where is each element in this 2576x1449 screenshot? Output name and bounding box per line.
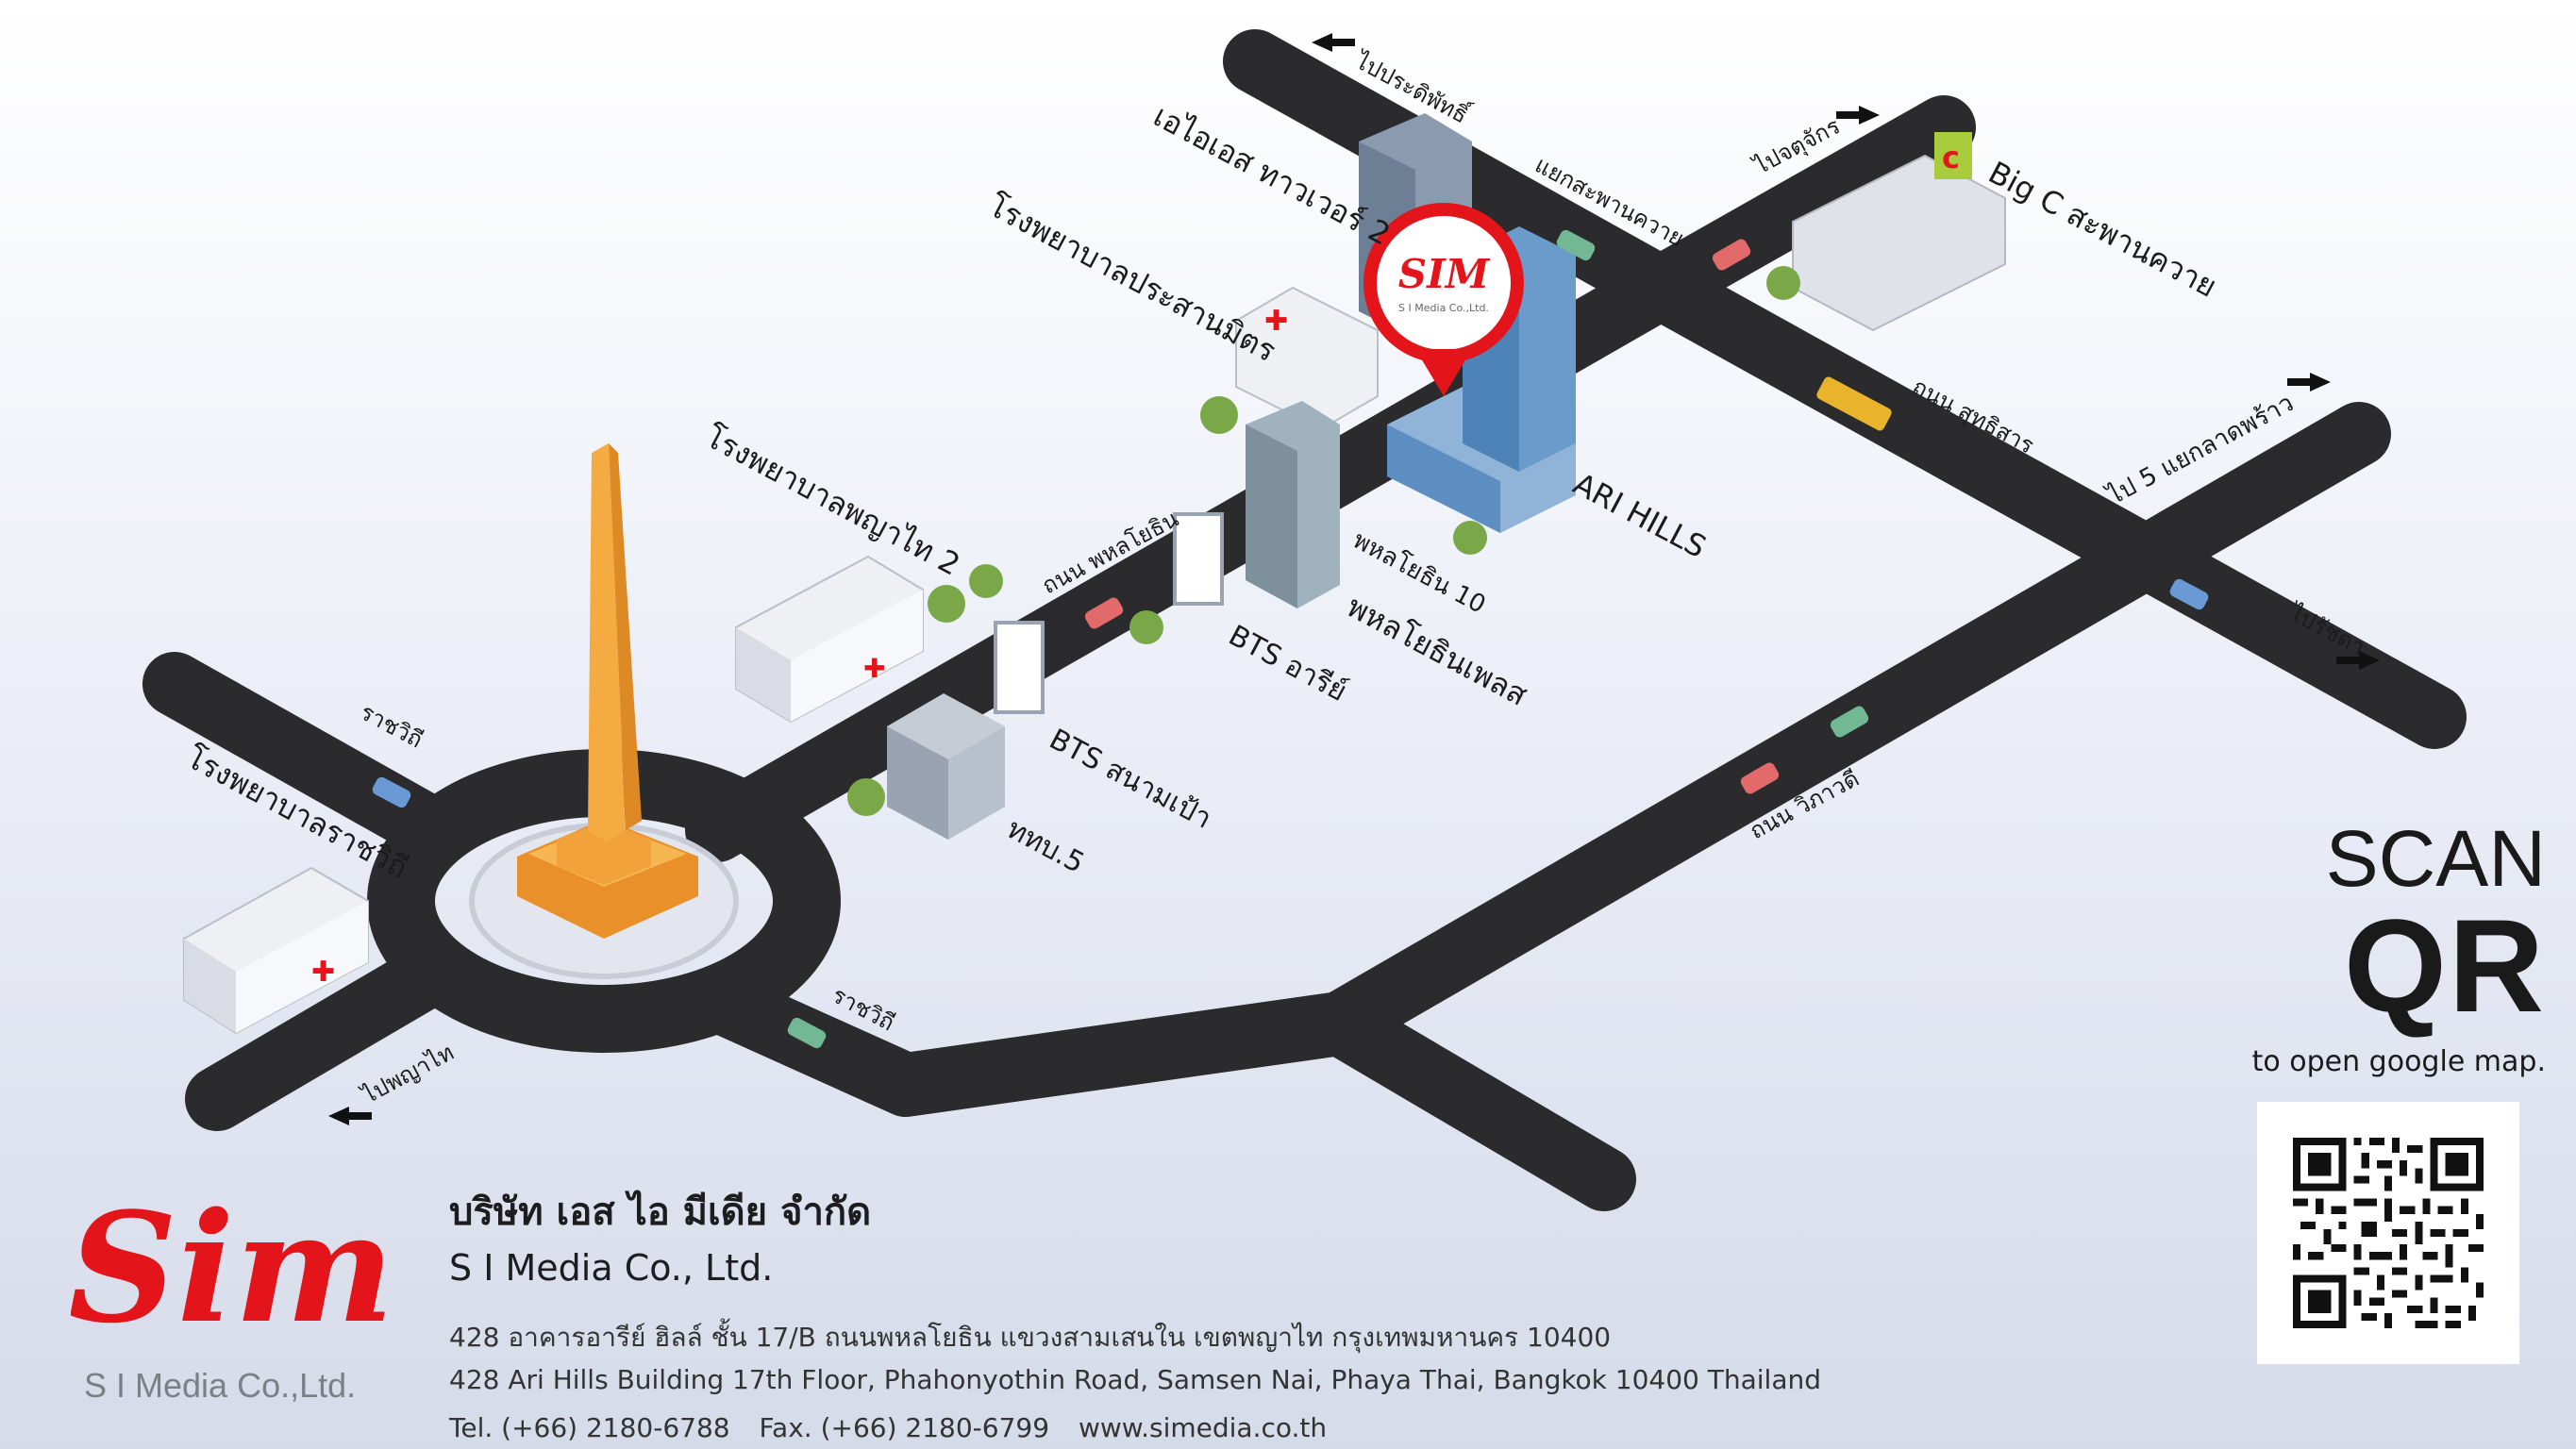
buildings: ✚ ✚ ✚ [183, 113, 2006, 1035]
logo-word-text: Sim [71, 1179, 392, 1357]
red-cross-icon: ✚ [311, 956, 335, 989]
car [1556, 229, 1596, 261]
bigc-logo-icon [1934, 132, 1972, 179]
bts-billboard [994, 621, 1045, 714]
tree [847, 778, 885, 816]
prasanmit-hospital-building: ✚ [1235, 286, 1379, 431]
arrow-right-icon [1836, 106, 1880, 125]
arrow-right-icon [2336, 651, 2380, 670]
contact-line: Tel. (+66) 2180-6788 Fax. (+66) 2180-679… [449, 1412, 1821, 1443]
arrow-left-icon [1312, 33, 1355, 52]
tree [928, 585, 965, 623]
direction-arrows [328, 33, 2380, 1125]
phahonyothin-place-tower [1246, 401, 1340, 608]
car [787, 1017, 827, 1049]
road-phahonyothin [1629, 95, 1976, 320]
company-name-en: S I Media Co., Ltd. [449, 1247, 774, 1289]
label-rajavithi-top: ราชวิถี [356, 699, 427, 754]
fax: Fax. (+66) 2180-6799 [759, 1412, 1050, 1443]
qr-code-icon [2293, 1138, 2484, 1328]
bus [1816, 376, 1892, 431]
label-bts-ari: BTS อารีย์ [1223, 619, 1352, 708]
label-bts-sanam-pao: BTS สนามเป้า [1044, 723, 1216, 836]
address-th: 428 อาคารอารีย์ ฮิลล์ ชั้น 17/B ถนนพหลโย… [449, 1322, 1612, 1353]
company-logo: Sim S I Media Co.,Ltd. [71, 1179, 392, 1415]
tree [1129, 610, 1163, 644]
address-en: 428 Ari Hills Building 17th Floor, Phaho… [449, 1364, 1822, 1395]
car [1712, 239, 1751, 271]
label-prasanmit-hospital: โรงพยาบาลประสานมิตร [982, 188, 1281, 370]
scan-heading: SCAN [2325, 814, 2546, 903]
logo-caption: S I Media Co.,Ltd. [84, 1366, 357, 1405]
bigc-logo-icon: c [1942, 140, 1960, 175]
marker-caption: S I Media Co.,Ltd. [1398, 302, 1489, 314]
label-bigc: Big C สะพานควาย [1982, 155, 2222, 305]
label-to-phayathai: ไปพญาไท [357, 1039, 459, 1109]
road-vibhavadi-south [1308, 991, 1636, 1211]
road-rajavithi [142, 652, 466, 862]
road-sutthisan [1629, 256, 2467, 749]
red-cross-icon: ✚ [863, 653, 885, 684]
rajavithi-hospital-building: ✚ [183, 866, 369, 1035]
road-vibhavadi [685, 968, 1372, 1117]
marker-title: SIM [1398, 251, 1491, 297]
vehicles [372, 229, 2209, 1049]
arrow-left-icon [328, 1107, 372, 1125]
ttb5-building [887, 693, 1005, 840]
car [372, 776, 411, 808]
company-name-th: บริษัท เอส ไอ มีเดีย จำกัด [449, 1191, 872, 1234]
tree [1766, 266, 1800, 300]
company-info: บริษัท เอส ไอ มีเดีย จำกัด S I Media Co.… [449, 1181, 1821, 1443]
arrow-right-icon [2287, 373, 2331, 391]
red-cross-icon: ✚ [1264, 305, 1288, 338]
car [2169, 578, 2209, 610]
ari-hills-building [1387, 226, 1576, 533]
qr-code[interactable] [2257, 1102, 2519, 1364]
map-pin-icon: SIM S I Media Co.,Ltd. [1363, 203, 1524, 396]
tree [1200, 396, 1238, 434]
label-phayathai2-hospital: โรงพยาบาลพญาไท 2 [699, 419, 966, 583]
website-link[interactable]: www.simedia.co.th [1078, 1412, 1328, 1443]
tel: Tel. (+66) 2180-6788 [449, 1412, 730, 1443]
car [1740, 762, 1780, 794]
tree [969, 564, 1003, 598]
label-ari-hills: ARI HILLS [1567, 466, 1712, 565]
qr-block: SCAN QR to open google map. [2225, 814, 2546, 1364]
tree [1453, 521, 1487, 555]
car [1084, 597, 1124, 629]
qr-caption: to open google map. [2251, 1045, 2546, 1078]
sim-logo-icon: Sim [71, 1179, 392, 1357]
qr-heading: QR [2344, 891, 2546, 1040]
phayathai2-hospital-building: ✚ [735, 555, 924, 724]
label-phahonyothin-place: พหลโยธินเพลส [1341, 589, 1533, 713]
road-phayathai [185, 940, 466, 1131]
victory-monument [517, 443, 698, 939]
label-ttb5: ททบ.5 [1001, 812, 1089, 880]
car [1830, 706, 1869, 738]
bts-billboard [1173, 512, 1224, 606]
